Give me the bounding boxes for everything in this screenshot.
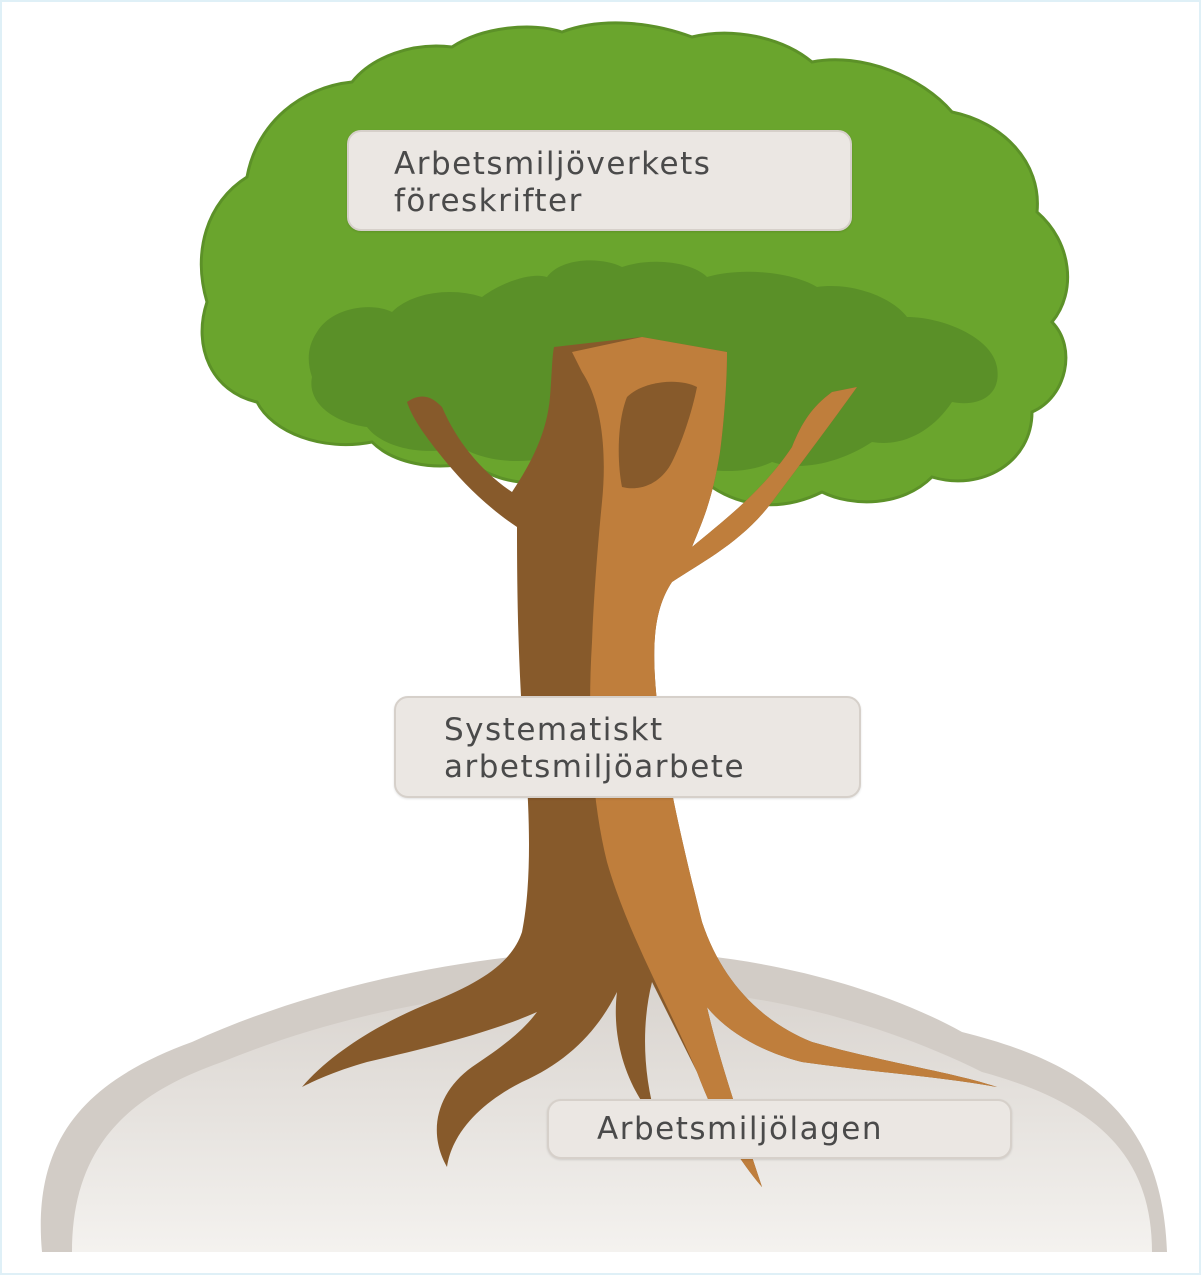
label-work-environment-act-text: Arbetsmiljölagen (597, 1111, 884, 1147)
label-regulations: Arbetsmiljöverkets föreskrifter (347, 130, 852, 231)
label-regulations-line-2: föreskrifter (394, 183, 583, 219)
label-systematic-work-line-2: arbetsmiljöarbete (444, 749, 746, 785)
label-systematic-work-line-1: Systematiskt (444, 712, 664, 748)
label-regulations-line-1: Arbetsmiljöverkets (394, 146, 712, 182)
label-systematic-work: Systematiskt arbetsmiljöarbete (394, 696, 861, 798)
label-work-environment-act: Arbetsmiljölagen (547, 1099, 1012, 1159)
